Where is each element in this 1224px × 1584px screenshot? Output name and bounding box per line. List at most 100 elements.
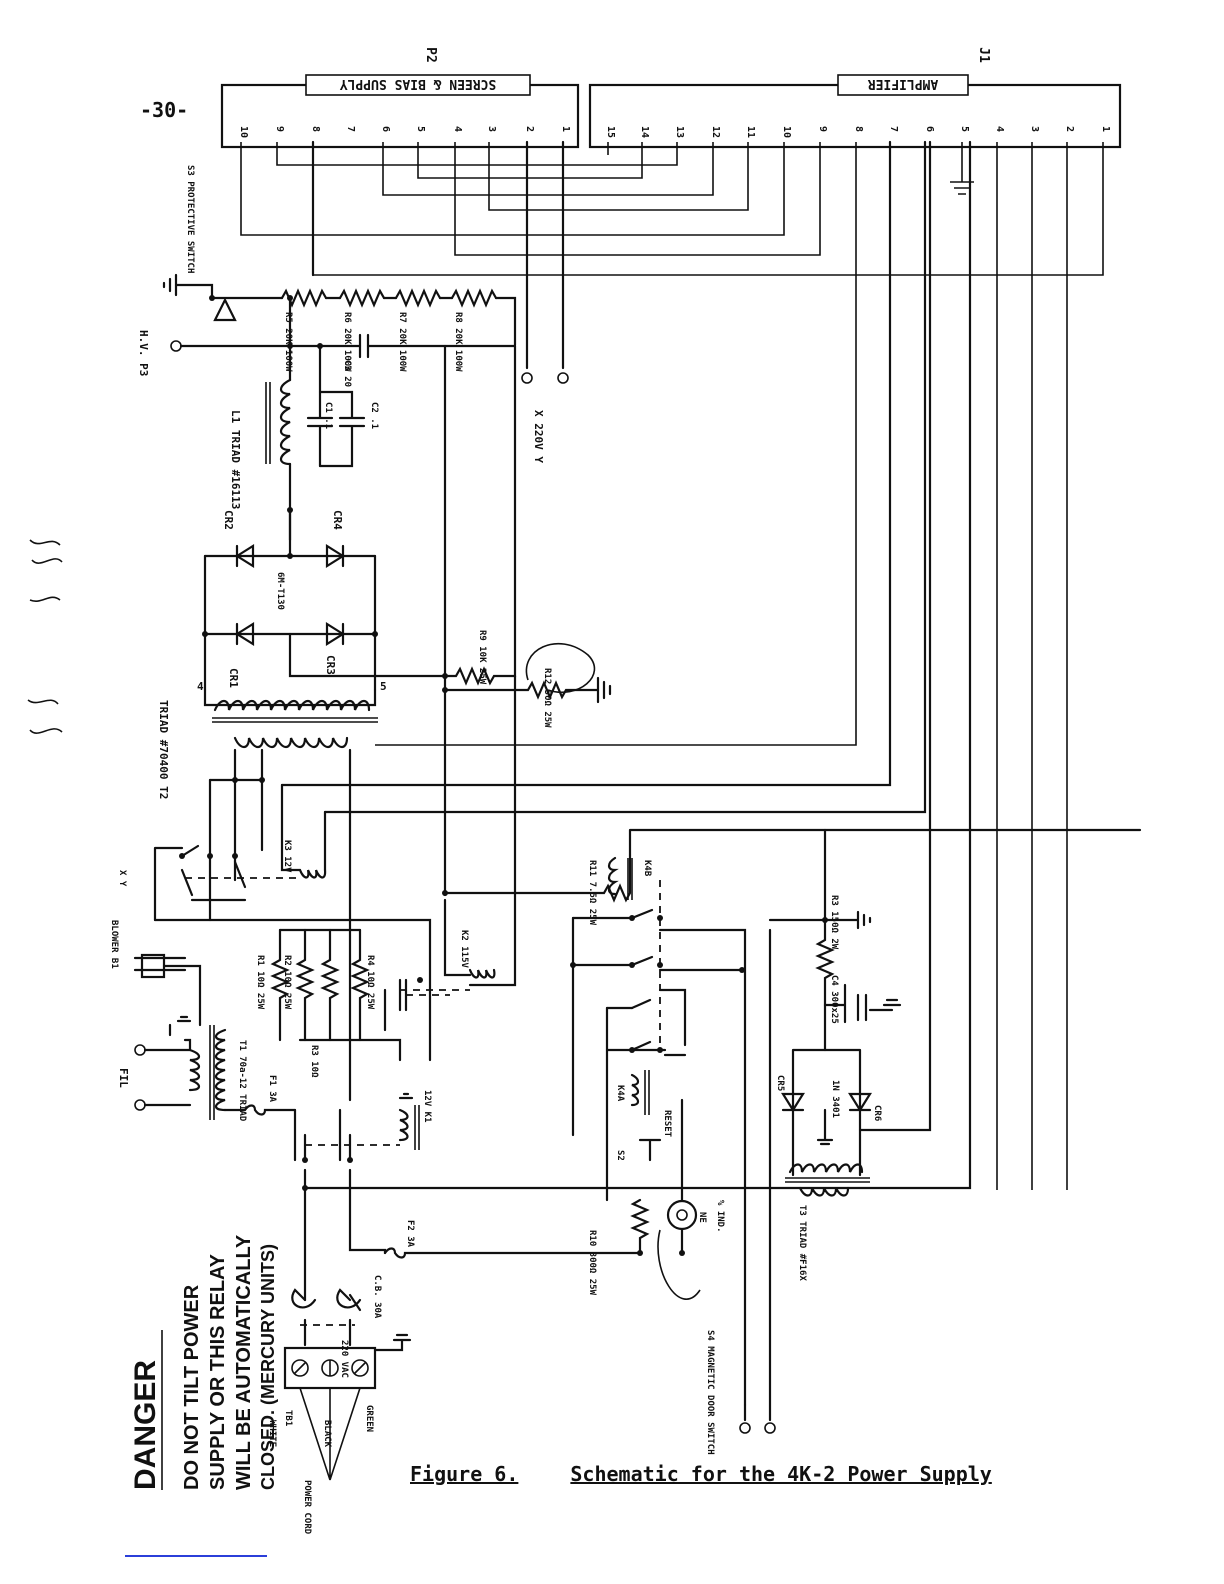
j1-name: J1 [976,47,991,63]
s3-label: S3 PROTECTIVE SWITCH [185,165,195,273]
xy-label: X 220V Y [532,410,545,463]
j1-feed-wires [375,142,1068,1190]
hv-output: H.V. P3 C3 20 [137,330,517,387]
resistor-network: R1 10Ω 25W R2 10Ω 25W R3 10Ω R4 10Ω 25W [153,918,450,1078]
r3b-label: R3 10Ω [309,1045,319,1078]
figure-title: Schematic for the 4K-2 Power Supply [570,1462,992,1486]
c3-label: C3 20 [342,360,352,387]
hv-label: H.V. P3 [137,330,150,376]
r11-k4b: R11 7.5Ω 25W K4B [442,828,1142,926]
l1-choke: L1 TRIAD #16113 C1 .1 C2 .1 [229,296,379,542]
connector-j1: AMPLIFIER J1 [588,47,1122,149]
j1-pin-1: 1 [1100,126,1111,132]
p2-pin-7: 7 [345,126,356,132]
r5-label: R5 20K 100W [283,312,293,372]
cr4-label: CR4 [331,510,344,530]
danger-line-3: WILL BE AUTOMATICALLY [233,1234,255,1490]
margin-scribble [27,539,63,734]
f1-label: F1 3A [267,1075,277,1103]
r9-label: R9 10K 25W [477,630,487,685]
figure-number: Figure 6. [410,1462,519,1486]
k2-label: K2 115V [459,930,469,969]
f2-label: F2 3A [405,1220,415,1248]
j1-pin-6: 6 [924,126,935,132]
c4-label: C4 300x25 [829,975,839,1024]
white-label: WHITE [267,1420,277,1447]
tb1-terminal-block: TB1 220 VAC WHITE BLACK GREEN POWER CORD [267,1333,412,1535]
k1-label: 12V K1 [422,1090,432,1123]
danger-warning: DANGER DO NOT TILT POWER SUPPLY OR THIS … [129,1234,278,1490]
danger-line-4: CLOSED. (MERCURY UNITS) [258,1244,278,1490]
s4-label: S4 MAGNETIC DOOR SWITCH [705,1330,715,1455]
t3-label: T3 TRIAD #F16X [797,1205,807,1281]
r2-label: R2 10Ω 25W [282,955,292,1010]
t1-label: T1 70a-12 TRIAD [237,1040,247,1122]
p2-pin-3: 3 [486,126,497,132]
danger-line-1: DO NOT TILT POWER [181,1284,203,1490]
blower-label: BLOWER B1 [109,920,119,969]
cb-label: C.B. 30A [372,1275,382,1319]
t2-tap-4: 4 [197,680,204,693]
r11-label: R11 7.5Ω 25W [587,860,597,926]
in3401-label: 1N 3401 [830,1080,840,1118]
j1-pin-3: 3 [1029,126,1040,132]
connector-harness [240,142,1104,276]
j1-pin-11: 11 [745,126,756,138]
k3-relay: K3 12V [185,140,927,879]
r3-label: R3 150Ω 2W [829,895,839,950]
ind-label: % IND. [715,1200,725,1233]
p2-label: SCREEN & BIAS SUPPLY [340,76,497,91]
p2-pin-4: 4 [452,126,463,132]
r1-label: R1 10Ω 25W [255,955,265,1010]
s2-label: S2 [615,1150,625,1161]
k3-label: K3 12V [282,840,292,873]
hv-resistor-chain: X 220V Y R5 20K 100W R6 20K 100W R7 20K … [209,140,569,463]
j1-pins: 15 14 13 12 11 10 9 8 7 6 5 4 3 2 1 [605,126,1111,138]
p2-pin-2: 2 [524,126,535,132]
r6-label: R6 20K 100W [342,312,352,372]
bridge-rectifier: CR2 CR4 CR1 CR3 6M-T130 [202,508,447,692]
t2-transformer: 4 5 TRIAD #70400 T2 [157,680,387,1102]
s2-k4a-reset: K4A RESET S2 R10 800Ω 25W NE % IND. [587,988,725,1300]
r8-label: R8 20K 100W [453,312,463,372]
blower-t1-fil: BLOWER B1 FIL T1 70a-12 TRIAD F1 3A [109,920,297,1122]
p2-name: P2 [423,47,438,63]
k1-relay: 12V K1 [305,1090,432,1150]
j1-pin-4: 4 [994,126,1005,132]
black-label: BLACK [322,1420,332,1448]
j1-pin-13: 13 [674,126,685,138]
figure-caption: Figure 6. Schematic for the 4K-2 Power Su… [410,1462,992,1486]
t2-label: TRIAD #70400 T2 [157,700,170,799]
danger-line-2: SUPPLY OR THIS RELAY [207,1253,229,1490]
j1-pin-7: 7 [888,126,899,132]
s3-protective-switch: S3 PROTECTIVE SWITCH [162,140,315,322]
r4-label: R4 10Ω 25W [365,955,375,1010]
k4b-label: K4B [642,860,652,877]
c1-label: C1 .1 [323,402,333,429]
c2-label: C2 .1 [369,402,379,429]
p2-pin-9: 9 [274,126,285,132]
s4-door-switch: S4 MAGNETIC DOOR SWITCH [705,928,776,1455]
j1-pin-8: 8 [853,126,864,132]
fil-label: FIL [117,1068,130,1088]
rectifier-t3: R3 150Ω 2W C4 300x25 CR5 CR6 1N 3401 T3 … [768,140,932,1281]
j1-pin-2: 2 [1064,126,1075,132]
j1-pin-15: 15 [605,126,616,138]
ne-label: NE [697,1212,707,1223]
r12-label: R12 50Ω 25W [542,668,552,728]
cr2-label: CR2 [222,510,235,530]
xy-relay-label: X Y [117,870,127,887]
cr6-label: CR6 [872,1105,882,1121]
reset-label: RESET [662,1110,672,1138]
p2-pin-1: 1 [560,126,571,132]
t2-tap-5: 5 [380,680,387,693]
xy-relay-contacts: X Y [117,844,247,922]
k4a-label: K4A [615,1085,625,1102]
j1-pin-9: 9 [817,126,828,132]
r7-label: R7 20K 100W [397,312,407,372]
p2-pin-10: 10 [238,126,249,138]
k2-relay: K2 115V [400,674,517,991]
danger-title: DANGER [129,1360,162,1490]
tb1-label: TB1 [283,1410,293,1426]
